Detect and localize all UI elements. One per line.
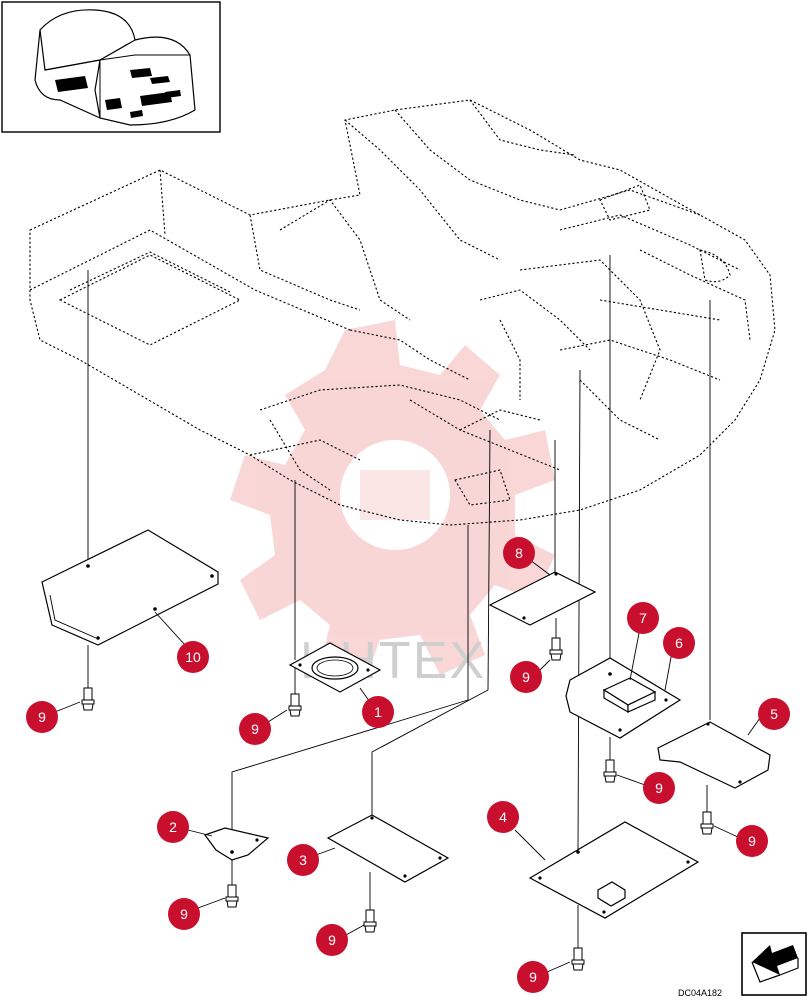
plate-part-8 [488, 571, 597, 626]
bolt [700, 811, 714, 835]
callout-5: 5 [758, 698, 790, 730]
callout-9-g: 9 [316, 924, 348, 956]
callout-9-e: 9 [736, 825, 768, 857]
svg-text:5: 5 [770, 706, 778, 722]
callout-9-h: 9 [517, 961, 549, 993]
callout-9-a: 9 [26, 701, 58, 733]
plate-part-1 [288, 642, 382, 693]
callout-4: 4 [487, 801, 519, 833]
plate-part-4 [528, 821, 700, 919]
leader-lines [87, 255, 711, 950]
svg-text:10: 10 [185, 649, 201, 665]
callout-9-c: 9 [510, 661, 542, 693]
callout-9-d: 9 [643, 772, 675, 804]
bolt [603, 759, 617, 783]
bolt [288, 693, 302, 717]
plate-part-5 [657, 721, 771, 789]
svg-text:9: 9 [522, 669, 530, 685]
bolt [81, 687, 95, 711]
callout-6: 6 [663, 627, 695, 659]
drawing-code: DC04A182 [678, 988, 722, 998]
svg-text:9: 9 [38, 709, 46, 725]
callout-2: 2 [157, 811, 189, 843]
svg-text:4: 4 [499, 809, 507, 825]
bolt [571, 947, 585, 971]
svg-text:3: 3 [299, 852, 307, 868]
plate-part-3 [326, 814, 450, 883]
block-part-7 [602, 677, 657, 714]
plate-part-10 [41, 529, 219, 646]
machine-overview-icon [1, 1, 221, 133]
bolts [81, 637, 714, 971]
gear-watermark-icon [230, 320, 555, 680]
callout-9-f: 9 [168, 898, 200, 930]
svg-text:9: 9 [180, 906, 188, 922]
callout-10: 10 [177, 641, 209, 673]
svg-text:7: 7 [639, 610, 647, 626]
svg-text:9: 9 [328, 932, 336, 948]
svg-text:9: 9 [529, 969, 537, 985]
bolt [363, 909, 377, 933]
svg-text:9: 9 [655, 780, 663, 796]
svg-text:1: 1 [374, 704, 382, 720]
direction-arrow-icon [741, 932, 807, 996]
callout-8: 8 [503, 537, 535, 569]
svg-text:9: 9 [748, 833, 756, 849]
svg-text:6: 6 [675, 635, 683, 651]
bolt [225, 884, 239, 908]
callout-7: 7 [627, 602, 659, 634]
callout-9-b: 9 [239, 713, 271, 745]
svg-text:8: 8 [515, 545, 523, 561]
svg-text:2: 2 [169, 819, 177, 835]
callout-pointers [54, 559, 761, 973]
callout-1: 1 [362, 696, 394, 728]
bracket-part-2 [204, 827, 270, 861]
callout-3: 3 [287, 844, 319, 876]
callouts: 10 9 1 9 8 9 7 6 5 9 9 2 9 3 9 4 9 [26, 537, 790, 993]
bolt [549, 637, 563, 661]
svg-text:9: 9 [251, 721, 259, 737]
chassis-outline [29, 99, 776, 526]
